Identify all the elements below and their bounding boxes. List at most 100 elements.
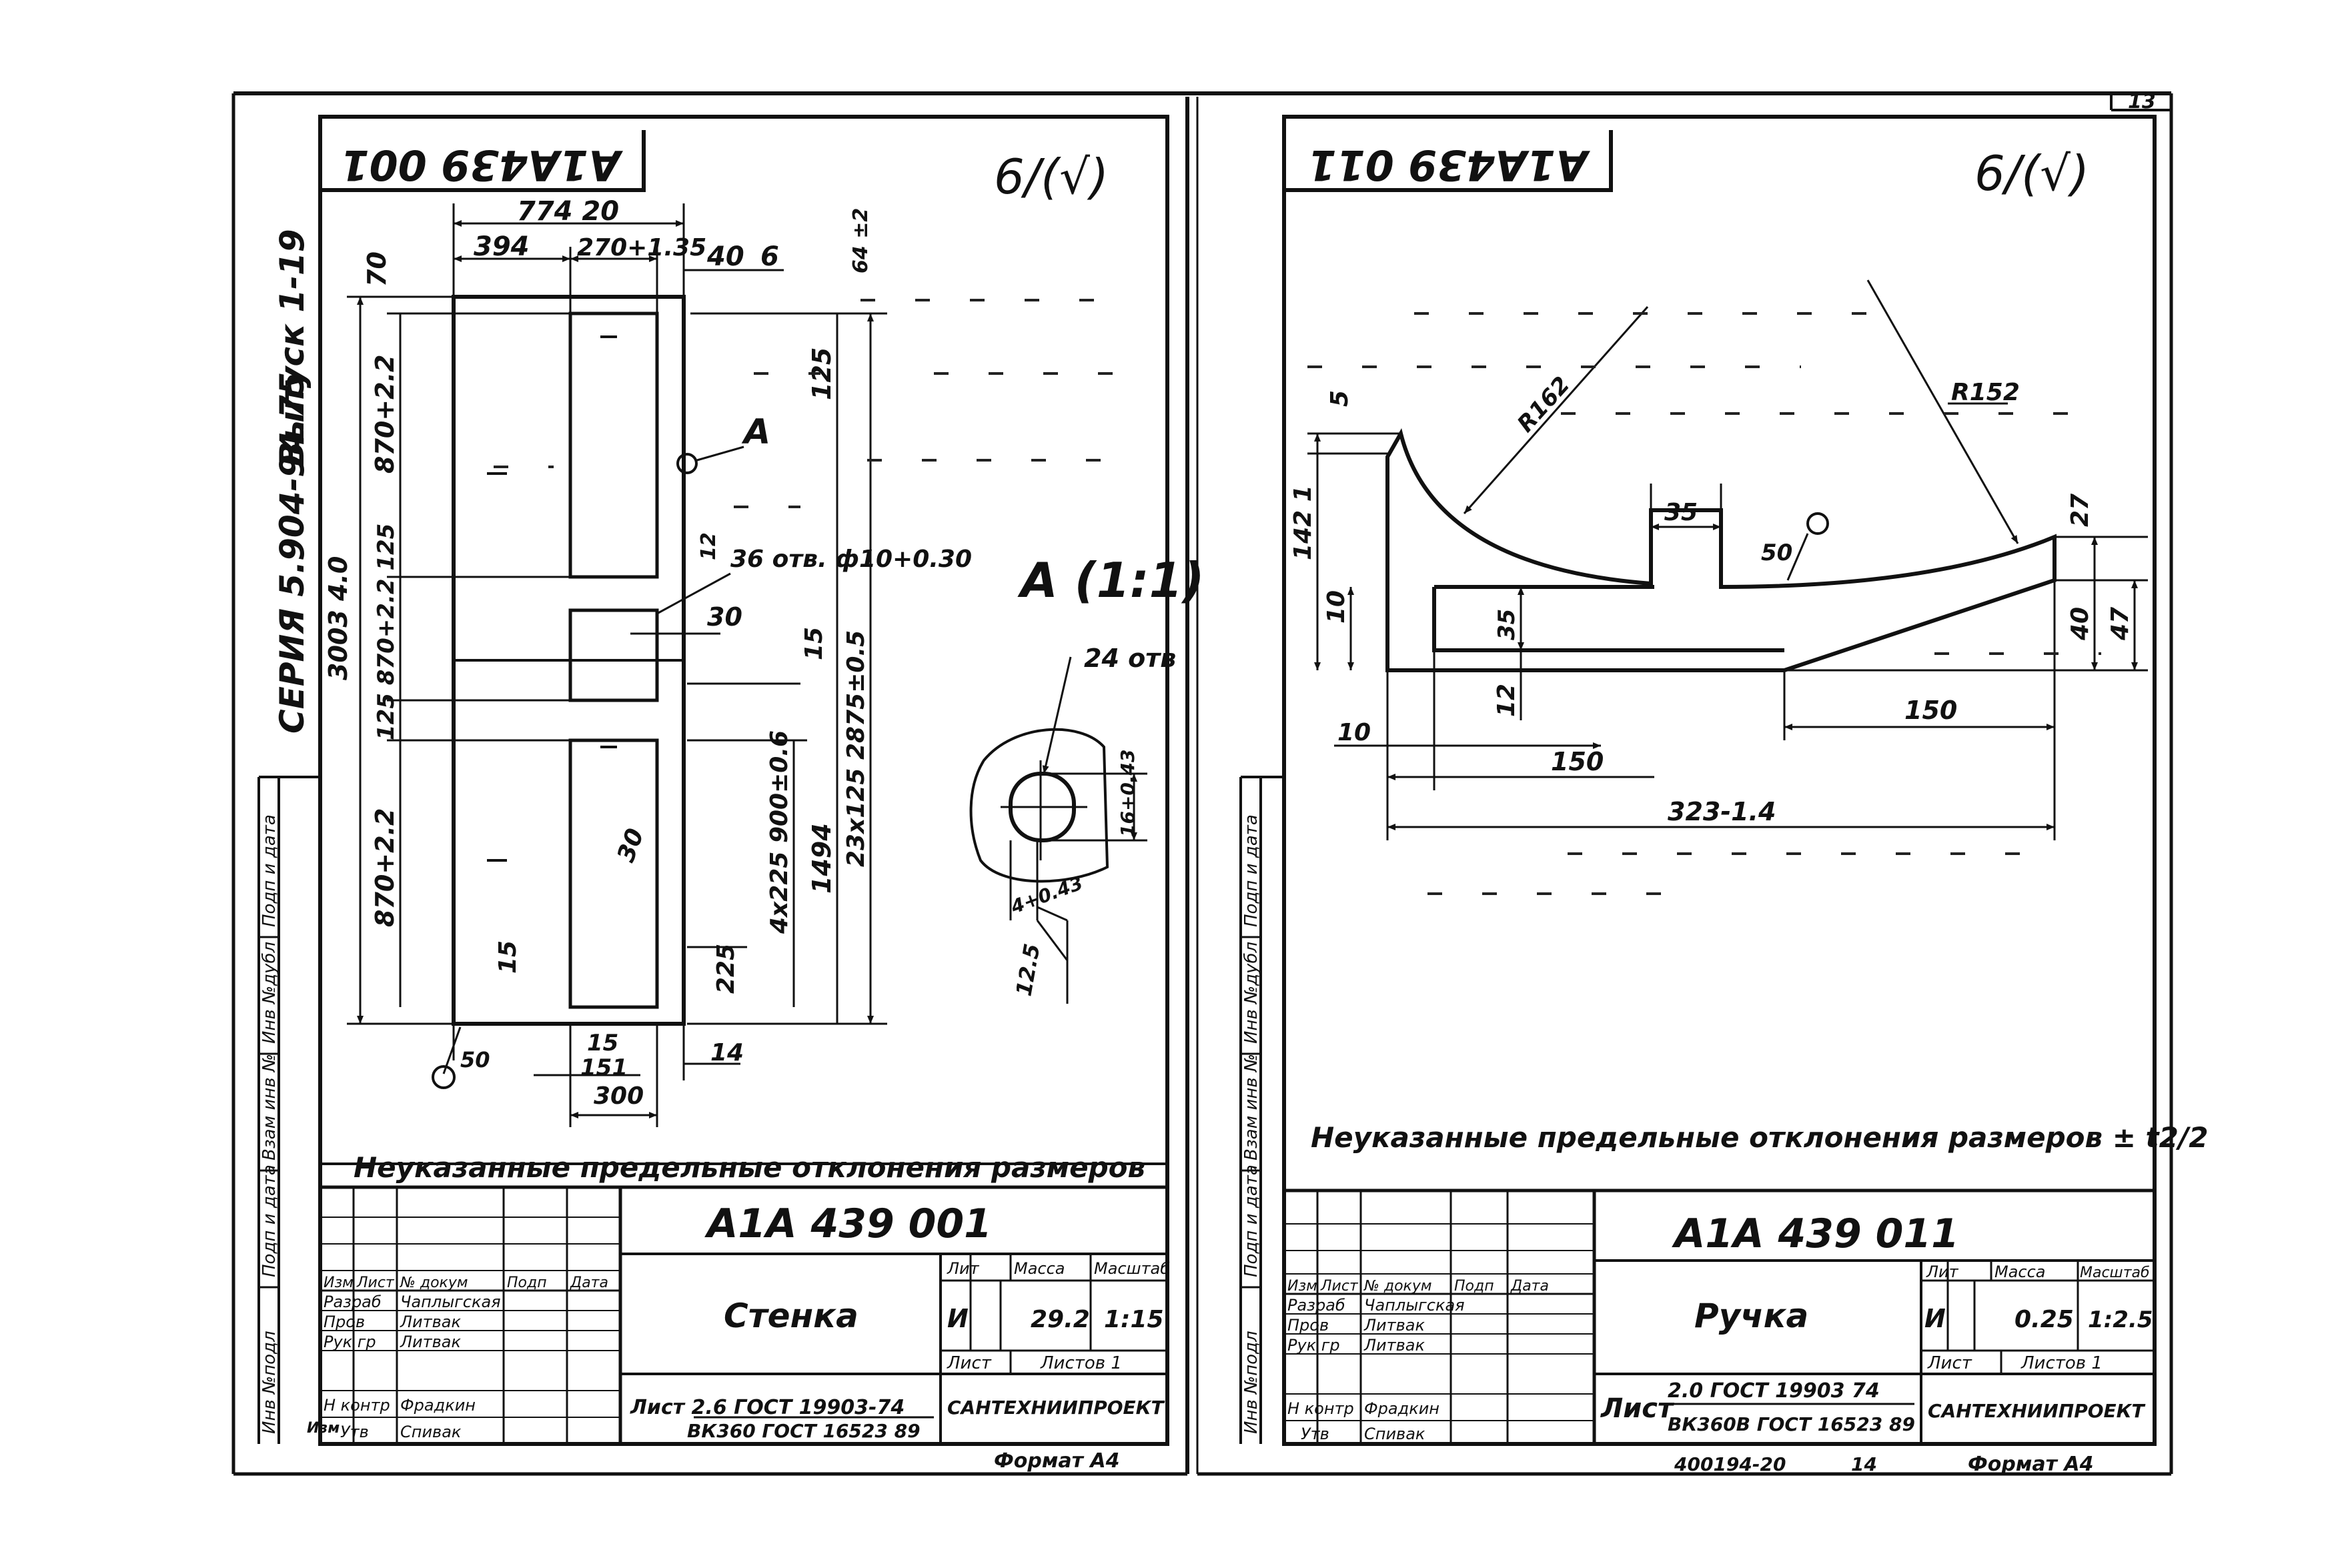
- side-label-5: Подп и дата: [259, 814, 279, 927]
- left-material-bottom: ВК360 ГОСТ 16523 89: [687, 1420, 921, 1442]
- left-tb-role-1: Разраб: [324, 1293, 382, 1311]
- page-number: 13: [2128, 90, 2156, 113]
- left-tb-name-3: Литвак: [400, 1333, 461, 1351]
- side-label-4: Инв №дубл: [259, 942, 279, 1044]
- right-dims: [1307, 279, 2148, 840]
- side-label-1: Инв №подл: [259, 1331, 279, 1434]
- left-stamp: A1A439 001: [340, 141, 624, 189]
- left-litera: И: [947, 1304, 969, 1333]
- dim-1494: 1494: [807, 823, 836, 894]
- dim-50: 50: [1761, 540, 1792, 566]
- dim-40: 40: [2067, 607, 2094, 641]
- dim-12: 12: [697, 532, 720, 560]
- right-mass-header: Масса: [1994, 1263, 2046, 1281]
- dim-14: 14: [710, 1039, 744, 1066]
- left-format: Формат А4: [994, 1449, 1120, 1473]
- outer-frame: [231, 91, 2173, 1476]
- right-roughness: 6/(√): [1974, 145, 2089, 201]
- left-side-strip: Инв №подл Подп и дата Взам инв № Инв №ду…: [257, 776, 320, 1444]
- left-mass-header: Масса: [1014, 1259, 1065, 1278]
- background-dashes: [494, 299, 2101, 895]
- footer-center: 400194-20: [1674, 1453, 1786, 1475]
- dim-270: 270+1.35: [577, 234, 706, 261]
- detail-dim-125: 12.5: [1011, 942, 1045, 998]
- left-part-name: Стенка: [724, 1297, 858, 1335]
- dim-27: 27: [2067, 494, 2094, 527]
- dim-394: 394: [474, 231, 530, 262]
- right-side-label-3: Взам инв №: [1241, 1054, 1261, 1160]
- left-tb-header-izm: Изм: [324, 1275, 354, 1291]
- dim-35-top: 35: [1664, 499, 1698, 526]
- handle-part: [1385, 428, 2057, 672]
- right-side-label-5: Подп и дата: [1241, 814, 1261, 927]
- right-tb-role-6: Утв: [1301, 1425, 1329, 1443]
- left-tb-r0c0: Изм: [307, 1420, 340, 1437]
- right-vertical-dims: [687, 313, 887, 1025]
- right-tb-role-3: Рук гр: [1287, 1336, 1340, 1355]
- right-tb-name-5: Фрадкин: [1364, 1399, 1439, 1418]
- detail-holes: 24 отв: [1084, 644, 1176, 673]
- left-sheet: A1A439 001 6/(√) СЕРИЯ 5.904-94.75 Выпус…: [257, 115, 1205, 1473]
- wall-panel: [452, 295, 698, 1026]
- dim-225: 225: [712, 944, 740, 994]
- view-a-marker: A: [741, 412, 770, 452]
- footer-sheet: 14: [1851, 1453, 1877, 1475]
- left-scale: 1:15: [1104, 1306, 1164, 1333]
- right-org: САНТЕХНИИПРОЕКТ: [1928, 1400, 2146, 1422]
- dim-150-right: 150: [1904, 696, 1957, 725]
- left-scale-header: Масштаб: [1094, 1259, 1170, 1278]
- right-material-top: 2.0 ГОСТ 19903 74: [1668, 1379, 1880, 1403]
- right-tb-role-1: Разраб: [1287, 1296, 1345, 1315]
- r152-label: R152: [1951, 379, 2020, 406]
- right-tb-header-doc: № докум: [1363, 1278, 1431, 1295]
- right-sheet-label: Лист: [1927, 1353, 1972, 1373]
- right-tb-header-date: Дата: [1510, 1278, 1549, 1295]
- right-tb-name-1: Чаплыгская: [1364, 1296, 1465, 1315]
- right-material-prefix: Лист: [1600, 1393, 1675, 1424]
- left-tb-name-6: Спивак: [400, 1423, 462, 1441]
- right-tb-role-2: Пров: [1287, 1316, 1329, 1335]
- series-text: СЕРИЯ 5.904-94.75: [273, 372, 312, 734]
- right-part-name: Ручка: [1694, 1297, 1808, 1335]
- right-side-label-4: Инв №дубл: [1241, 942, 1261, 1044]
- dim-142: 142 1: [1289, 485, 1317, 560]
- r30-label: 30: [612, 825, 650, 866]
- right-tb-name-3: Литвак: [1363, 1336, 1425, 1355]
- right-sheet: A1A439 011 6/(√) Инв №подл Подп и дата В…: [1239, 115, 2208, 1476]
- right-title-block: [1284, 1189, 2155, 1444]
- left-tb-header-sign: Подп: [507, 1275, 547, 1291]
- left-mass: 29.2: [1031, 1306, 1090, 1333]
- dim-overall-width: 774 20: [517, 196, 619, 227]
- right-tb-header-list: Лист: [1320, 1278, 1359, 1295]
- dim-125-870: 125 870+2.2 125: [373, 524, 400, 740]
- left-tb-header-list: Лист: [356, 1275, 395, 1291]
- side-label-3: Взам инв №: [259, 1054, 279, 1160]
- right-note: Неуказанные предельные отклонения размер…: [1311, 1121, 2208, 1154]
- dim-40: 40: [706, 241, 744, 272]
- right-stamp: A1A439 011: [1307, 141, 1591, 189]
- dim-35-left: 35: [1494, 609, 1520, 640]
- right-tb-name-6: Спивак: [1364, 1425, 1425, 1443]
- left-tb-header-doc: № докум: [400, 1275, 468, 1291]
- dim-5: 5: [1326, 390, 1353, 407]
- dim-15-right: 15: [800, 627, 828, 660]
- left-note: Неуказанные предельные отклонения размер…: [354, 1151, 1145, 1184]
- dim-47: 47: [2107, 607, 2134, 641]
- left-bottom-dims: [432, 1024, 740, 1127]
- left-tb-name-1: Чаплыгская: [400, 1293, 501, 1311]
- dim-150-left: 150: [1551, 747, 1604, 776]
- issue-text: Выпуск 1-19: [273, 229, 312, 467]
- dim-300: 300: [594, 1082, 644, 1110]
- dim-15-bottom: 15: [587, 1030, 618, 1056]
- left-tb-name-5: Фрадкин: [400, 1396, 476, 1415]
- right-litera-header: Лит: [1926, 1263, 1959, 1281]
- right-tb-header-izm: Изм: [1287, 1278, 1317, 1295]
- right-format: Формат А4: [1968, 1453, 2094, 1476]
- left-vertical-dims: [347, 295, 570, 1025]
- left-litera-header: Лит: [947, 1259, 980, 1278]
- left-material-top: Лист 2.6 ГОСТ 19903-74: [630, 1396, 905, 1419]
- dim-323: 323-1.4: [1668, 797, 1776, 826]
- dim-10-vert: 10: [1323, 590, 1350, 624]
- right-scale: 1:2.5: [2088, 1307, 2153, 1333]
- left-tb-role-3: Рук гр: [324, 1333, 376, 1351]
